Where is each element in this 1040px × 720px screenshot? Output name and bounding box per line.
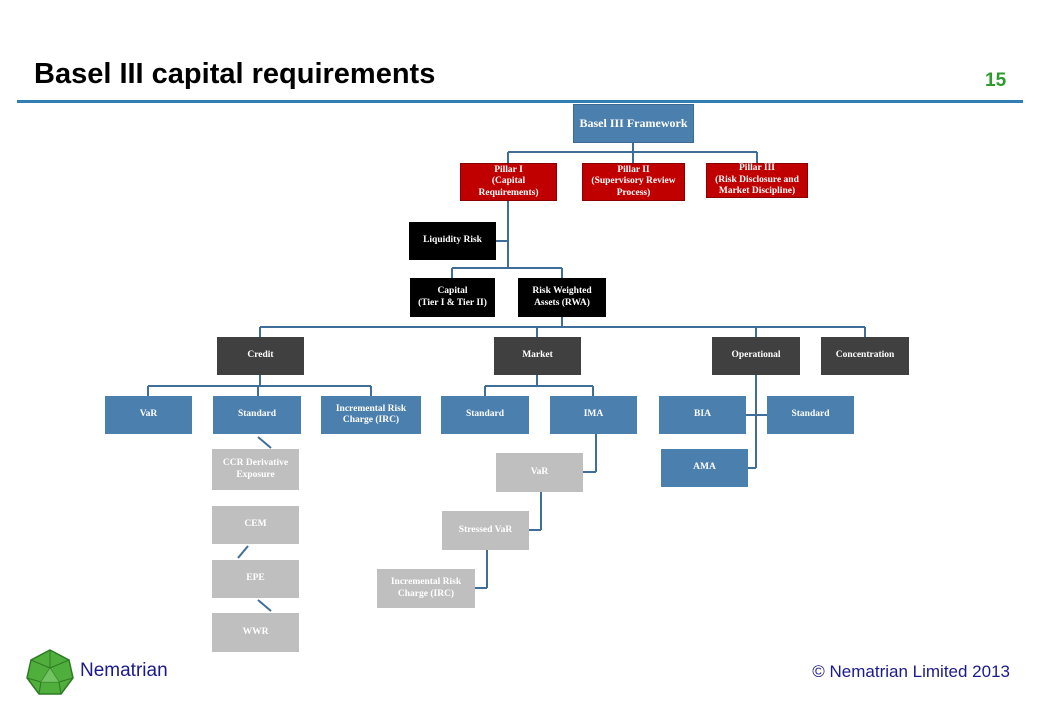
node-credit-irc: Incremental Risk Charge (IRC) — [321, 396, 421, 434]
page-number: 15 — [985, 70, 1007, 91]
node-rwa: Risk Weighted Assets (RWA) — [518, 278, 606, 317]
node-market-standard: Standard — [441, 396, 529, 434]
node-liquidity-risk: Liquidity Risk — [409, 222, 496, 260]
node-concentration: Concentration — [821, 337, 909, 375]
footer-brand: Nematrian — [80, 660, 168, 681]
node-pillar-2: Pillar II(Supervisory Review Process) — [582, 163, 685, 201]
footer-copyright: © Nematrian Limited 2013 — [812, 662, 1010, 681]
node-market-ima: IMA — [550, 396, 637, 434]
node-pillar-3: Pillar III(Risk Disclosure and Market Di… — [706, 163, 808, 198]
node-credit-standard: Standard — [213, 396, 301, 434]
node-op-ama: AMA — [661, 449, 748, 487]
node-ima-irc: Incremental Risk Charge (IRC) — [377, 569, 475, 608]
node-ima-var: VaR — [496, 453, 583, 492]
node-epe: EPE — [212, 560, 299, 598]
node-operational: Operational — [712, 337, 800, 375]
node-stressed-var: Stressed VaR — [442, 511, 529, 550]
node-capital: Capital(Tier I & Tier II) — [410, 278, 495, 317]
node-pillar-1: Pillar I(Capital Requirements) — [460, 163, 557, 201]
node-market: Market — [494, 337, 581, 375]
node-wwr: WWR — [212, 613, 299, 652]
node-op-standard: Standard — [767, 396, 854, 434]
node-cem: CEM — [212, 506, 299, 544]
node-op-bia: BIA — [659, 396, 746, 434]
node-ccr: CCR Derivative Exposure — [212, 449, 299, 490]
slide-title: Basel III capital requirements — [34, 58, 436, 90]
title-divider — [17, 100, 1023, 103]
node-credit: Credit — [217, 337, 304, 375]
node-basel-framework: Basel III Framework — [573, 104, 694, 143]
nematrian-logo-icon — [26, 649, 74, 695]
node-credit-var: VaR — [105, 396, 192, 434]
